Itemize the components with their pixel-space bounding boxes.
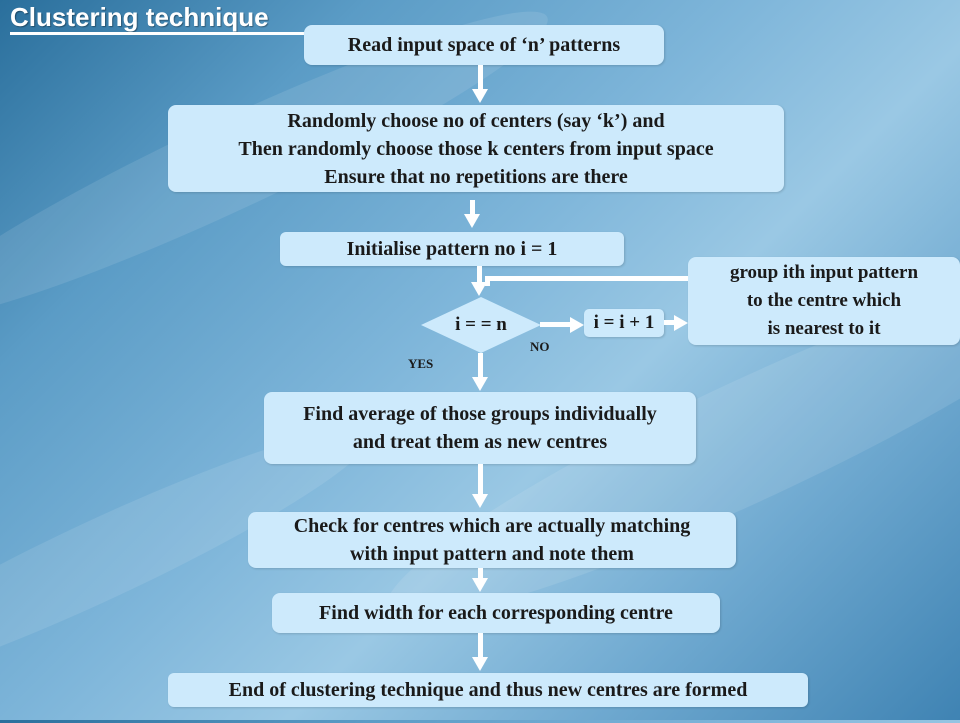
arrow-decision-to-average bbox=[478, 353, 483, 379]
find-average-line-1: Find average of those groups individuall… bbox=[303, 403, 657, 425]
group-pattern-line-2: to the centre which bbox=[746, 290, 902, 311]
arrow-choose-to-init-head bbox=[464, 214, 480, 228]
increment-box: i = i + 1 bbox=[584, 309, 664, 337]
arrow-read-to-choose bbox=[478, 65, 483, 91]
arrow-check-to-width bbox=[478, 568, 483, 580]
loop-back-line-horizontal bbox=[485, 276, 688, 281]
arrow-choose-to-init bbox=[470, 200, 475, 216]
find-width-box: Find width for each corresponding centre bbox=[272, 593, 720, 633]
find-average-line-2: and treat them as new centres bbox=[352, 431, 608, 453]
arrow-check-to-width-head bbox=[472, 578, 488, 592]
group-pattern-box: group ith input pattern to the centre wh… bbox=[688, 257, 960, 345]
arrow-average-to-check-head bbox=[472, 494, 488, 508]
loop-back-line-vertical bbox=[485, 276, 490, 286]
check-centres-box: Check for centres which are actually mat… bbox=[248, 512, 736, 568]
arrow-decision-to-increment bbox=[540, 322, 572, 327]
arrow-width-to-end bbox=[478, 633, 483, 659]
slide-title: Clustering technique bbox=[10, 2, 269, 32]
arrow-init-to-decision bbox=[477, 266, 482, 284]
arrow-read-to-choose-head bbox=[472, 89, 488, 103]
decision-diamond: i = = n bbox=[421, 297, 541, 353]
no-label: NO bbox=[530, 339, 550, 354]
end-box: End of clustering technique and thus new… bbox=[168, 673, 808, 707]
initialise-box: Initialise pattern no i = 1 bbox=[280, 232, 624, 266]
check-centres-line-1: Check for centres which are actually mat… bbox=[293, 515, 691, 537]
title-underline bbox=[10, 32, 310, 35]
arrow-decision-to-average-head bbox=[472, 377, 488, 391]
group-pattern-line-1: group ith input pattern bbox=[729, 262, 919, 283]
read-input-text: Read input space of ‘n’ patterns bbox=[347, 34, 621, 56]
yes-label: YES bbox=[408, 356, 434, 371]
arrow-width-to-end-head bbox=[472, 657, 488, 671]
arrow-increment-to-group-head bbox=[674, 315, 688, 331]
arrow-average-to-check bbox=[478, 464, 483, 496]
arrow-decision-to-increment-head bbox=[570, 317, 584, 333]
end-text: End of clustering technique and thus new… bbox=[228, 679, 748, 701]
group-pattern-line-3: is nearest to it bbox=[767, 318, 881, 339]
choose-centers-box: Randomly choose no of centers (say ‘k’) … bbox=[168, 105, 784, 192]
decision-label: i = = n bbox=[455, 314, 507, 335]
choose-centers-line-3: Ensure that no repetitions are there bbox=[324, 165, 628, 188]
choose-centers-line-1: Randomly choose no of centers (say ‘k’) … bbox=[287, 109, 665, 132]
increment-text: i = i + 1 bbox=[593, 312, 655, 333]
arrow-increment-to-group bbox=[664, 320, 676, 325]
initialise-text: Initialise pattern no i = 1 bbox=[346, 238, 558, 260]
check-centres-line-2: with input pattern and note them bbox=[350, 543, 634, 565]
decision-diamond-shape bbox=[421, 297, 541, 353]
choose-centers-line-2: Then randomly choose those k centers fro… bbox=[238, 137, 714, 160]
read-input-box: Read input space of ‘n’ patterns bbox=[304, 25, 664, 65]
arrow-init-to-decision-head bbox=[471, 282, 487, 296]
find-average-box: Find average of those groups individuall… bbox=[264, 392, 696, 464]
find-width-text: Find width for each corresponding centre bbox=[319, 602, 673, 624]
